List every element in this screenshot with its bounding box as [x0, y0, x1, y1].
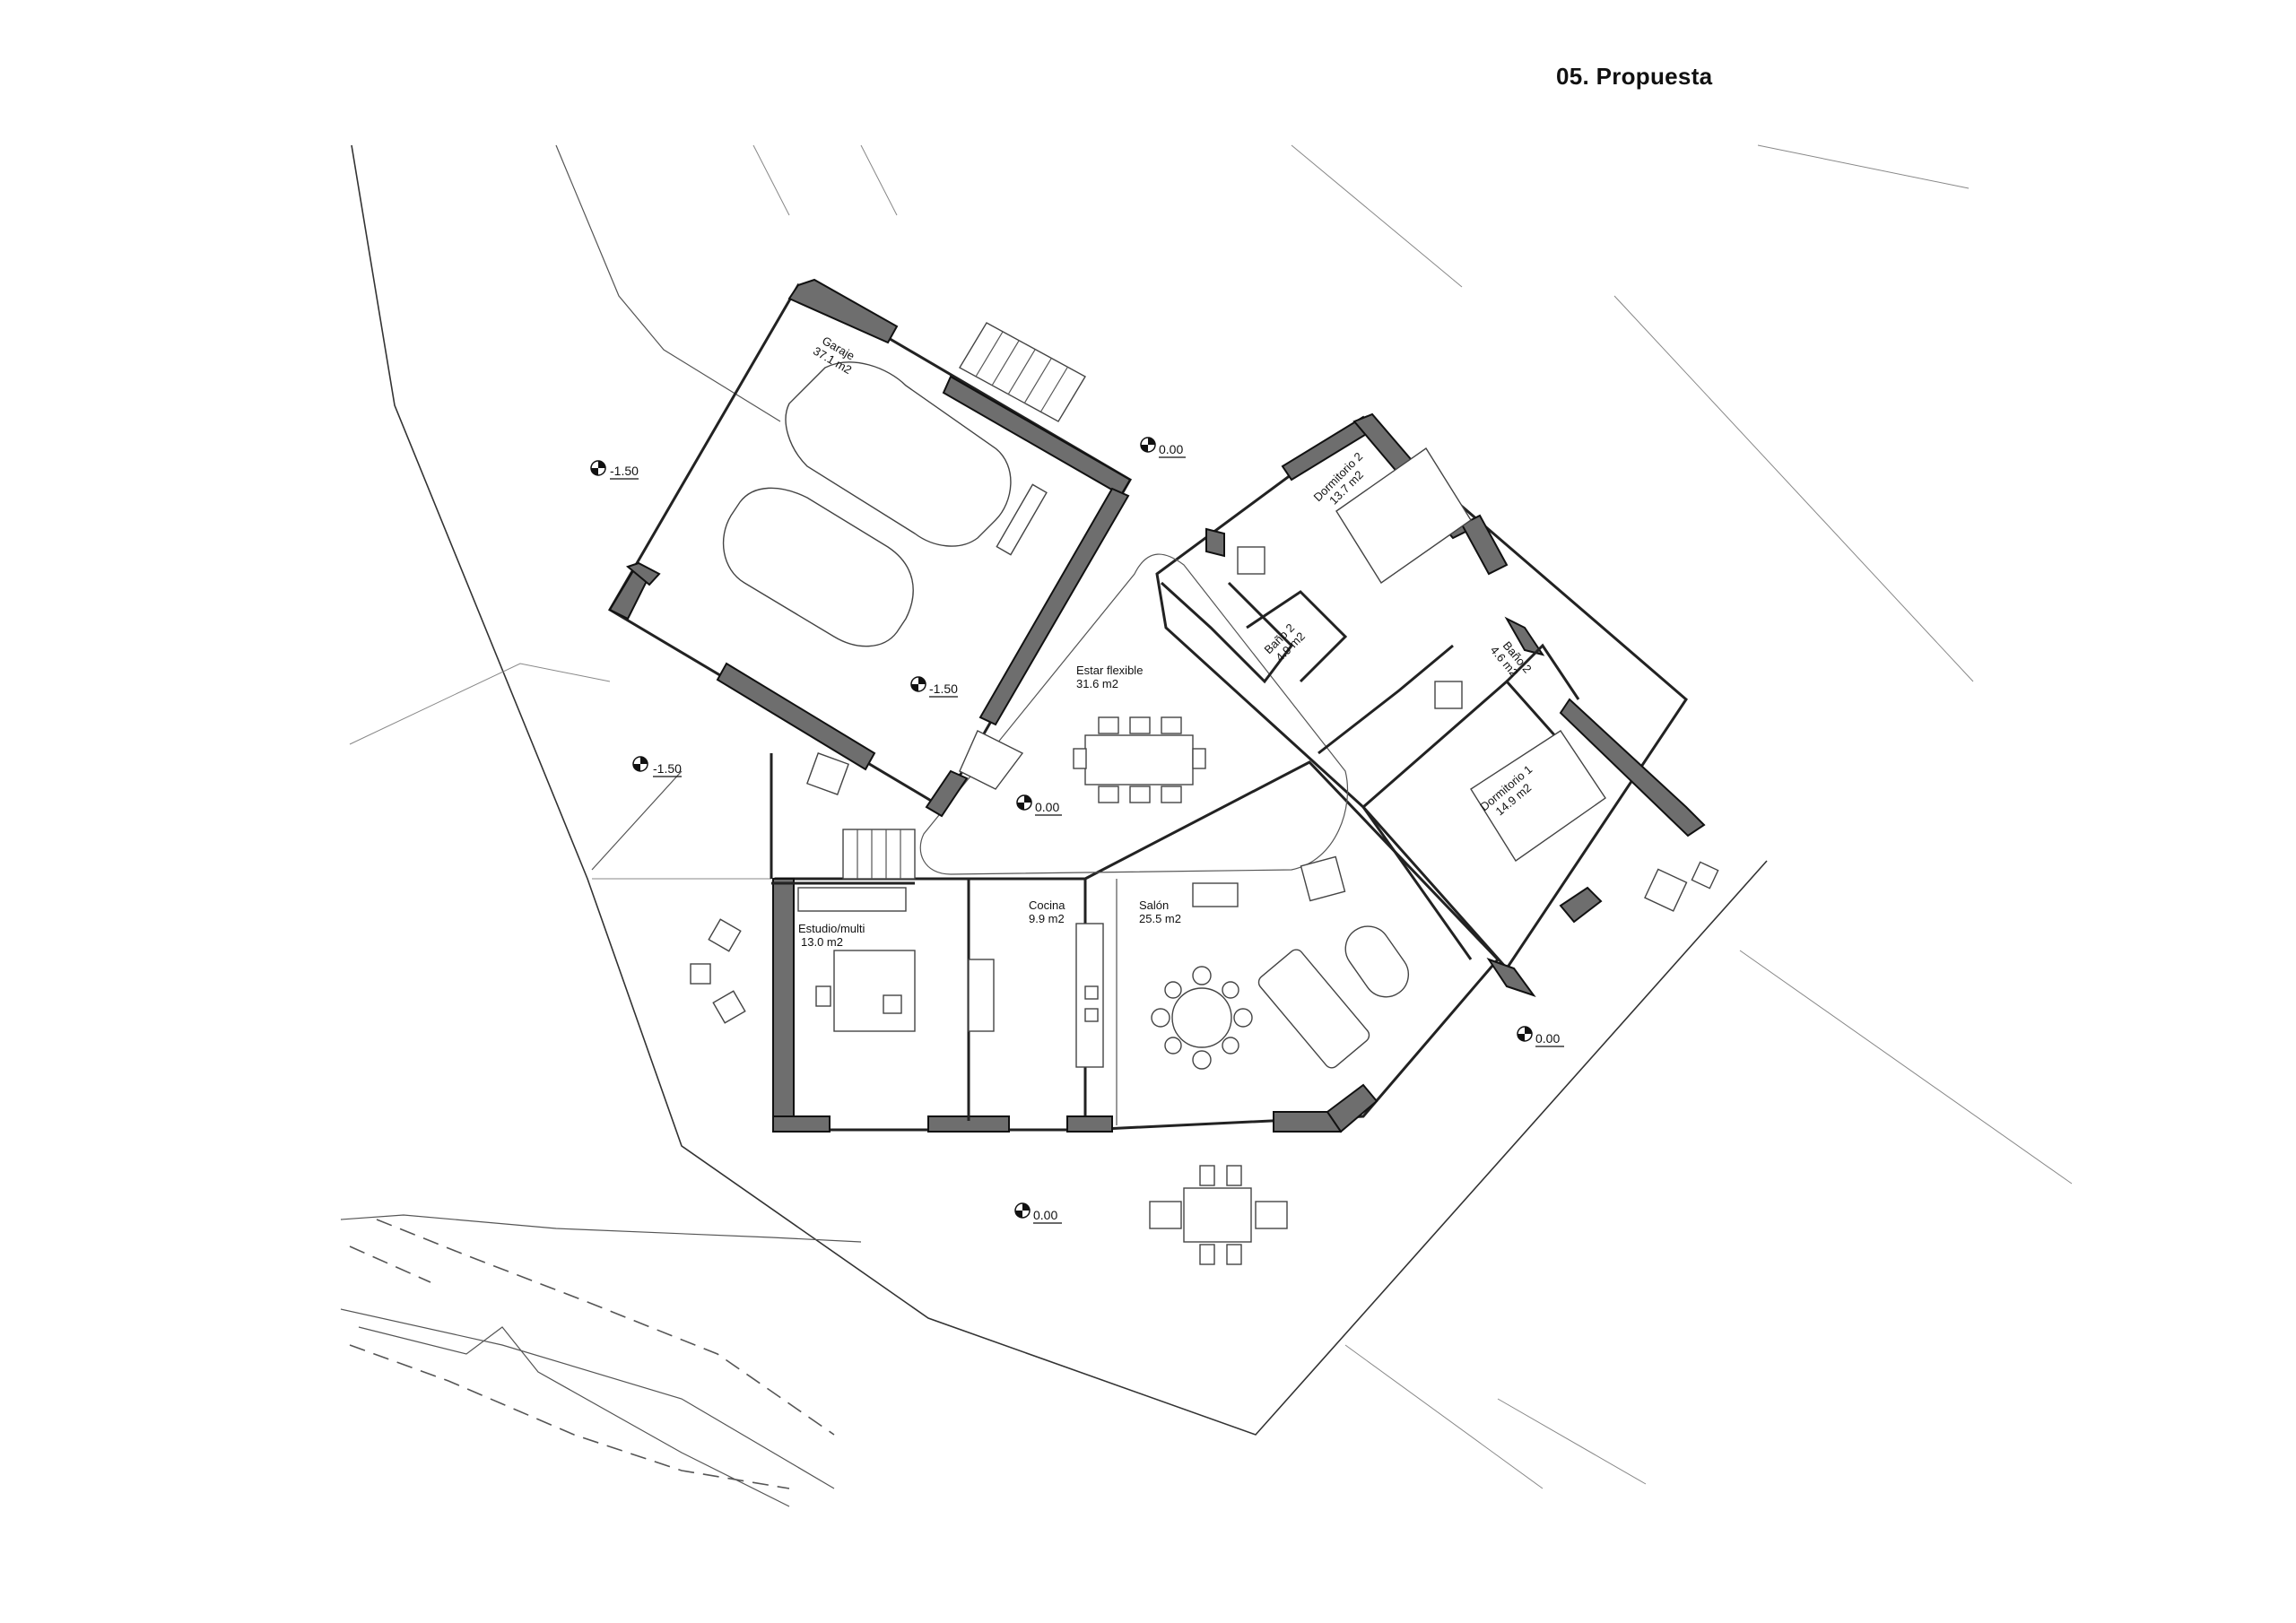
- room-area: 9.9 m2: [1029, 912, 1065, 925]
- level-label-4: -1.50: [653, 761, 682, 776]
- level-label-5: 0.00: [1035, 800, 1059, 814]
- level-label-7: 0.00: [1033, 1208, 1057, 1222]
- level-marker-5: 0.00: [1016, 794, 1062, 816]
- level-markers: -1.50 0.00 -1.50 -1.50 0.00: [590, 437, 1564, 1224]
- room-cocina: Cocina 9.9 m2: [1029, 898, 1065, 925]
- furniture: [690, 447, 1719, 1265]
- level-marker-6: 0.00: [1517, 1026, 1564, 1047]
- stairs: [842, 322, 1086, 880]
- level-marker-4: -1.50: [632, 756, 682, 777]
- walls: [608, 278, 1706, 1133]
- room-name: Cocina: [1029, 898, 1065, 912]
- room-bano-2a: Baño 2 4.9 m2: [1262, 621, 1308, 664]
- level-label-6: 0.00: [1535, 1031, 1560, 1046]
- room-salon: Salón 25.5 m2: [1139, 898, 1181, 925]
- garage-cars: [722, 361, 1048, 647]
- room-area: 31.6 m2: [1076, 677, 1118, 690]
- site-lines: [340, 144, 2073, 1507]
- room-area: 25.5 m2: [1139, 912, 1181, 925]
- level-marker-2: 0.00: [1140, 437, 1186, 458]
- level-marker-1: -1.50: [590, 460, 639, 480]
- level-marker-7: 0.00: [1014, 1202, 1062, 1224]
- room-name: Salón: [1139, 898, 1169, 912]
- room-area: 13.0 m2: [801, 935, 843, 949]
- room-estudio: Estudio/multi 13.0 m2: [798, 922, 865, 949]
- room-name: Estar flexible: [1076, 664, 1143, 677]
- level-label-2: 0.00: [1159, 442, 1183, 456]
- level-label-3: -1.50: [929, 681, 958, 696]
- page-title: 05. Propuesta: [1556, 63, 1713, 90]
- level-marker-3: -1.50: [910, 676, 958, 698]
- room-name: Estudio/multi: [798, 922, 865, 935]
- level-label-1: -1.50: [610, 464, 639, 478]
- room-estar-flexible: Estar flexible 31.6 m2: [1076, 664, 1143, 690]
